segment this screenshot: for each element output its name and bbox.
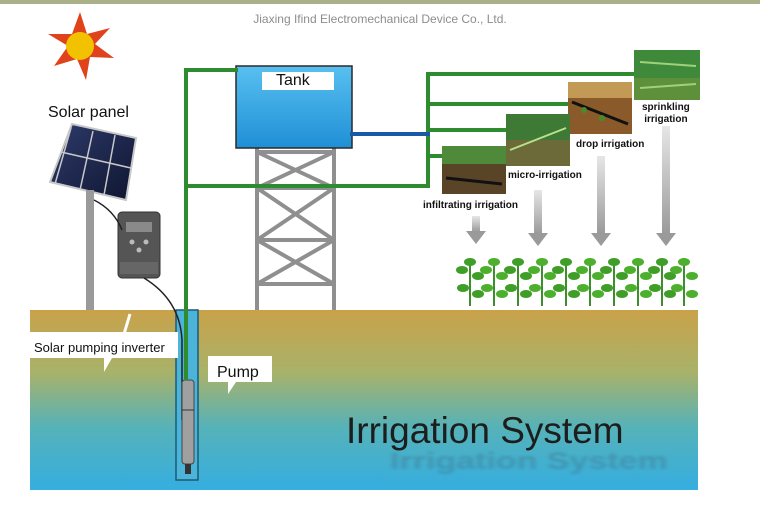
pipe-network bbox=[184, 68, 636, 380]
pump-callout bbox=[208, 356, 272, 394]
solar-panel-label: Solar panel bbox=[48, 104, 129, 121]
inverter-callout bbox=[30, 332, 178, 372]
crop-plant bbox=[648, 258, 676, 306]
micro-irrigation-label: micro-irrigation bbox=[508, 170, 582, 181]
top-edge-strip bbox=[0, 0, 760, 4]
crop-plant bbox=[600, 258, 628, 306]
tank-label: Tank bbox=[276, 72, 310, 89]
solar-panel bbox=[48, 122, 138, 310]
pump-cable bbox=[143, 277, 183, 420]
sun-icon bbox=[48, 12, 114, 80]
sprinkling-irrigation-label: sprinkling irrigation bbox=[642, 102, 690, 126]
crop-row bbox=[456, 258, 698, 306]
crop-plant bbox=[576, 258, 604, 306]
inverter-label: Solar pumping inverter bbox=[34, 340, 165, 355]
arrow-drop bbox=[591, 156, 611, 246]
diagram-title-reflection: Irrigation System bbox=[390, 448, 668, 475]
panel-pole bbox=[86, 190, 94, 310]
panel-cable bbox=[93, 199, 123, 231]
photo-infiltrating bbox=[442, 146, 506, 194]
sprinkling-label-line2: irrigation bbox=[644, 114, 688, 125]
pump-label: Pump bbox=[217, 364, 259, 381]
sprinkling-label-line1: sprinkling bbox=[642, 102, 690, 113]
arrow-sprinkling bbox=[656, 126, 676, 246]
pump-device bbox=[181, 379, 195, 474]
crop-plant bbox=[480, 258, 508, 306]
crop-plant bbox=[456, 258, 484, 306]
infiltrating-irrigation-label: infiltrating irrigation bbox=[423, 200, 518, 211]
diagram-title: Irrigation System bbox=[346, 410, 624, 451]
crop-plant bbox=[504, 258, 532, 306]
inverter-device bbox=[117, 211, 161, 279]
inverter-callout-tail bbox=[122, 313, 132, 335]
arrow-infiltrating bbox=[466, 216, 486, 244]
company-name: Jiaxing Ifind Electromechanical Device C… bbox=[253, 12, 507, 26]
photo-sprinkling bbox=[634, 50, 700, 100]
crop-plant bbox=[670, 258, 698, 306]
drop-irrigation-label: drop irrigation bbox=[576, 139, 645, 150]
photo-drop bbox=[568, 82, 632, 134]
arrow-micro bbox=[528, 190, 548, 246]
crop-plant bbox=[528, 258, 556, 306]
tank-stand bbox=[255, 148, 336, 310]
tank-label-plate bbox=[262, 72, 334, 90]
crop-plant bbox=[552, 258, 580, 306]
crop-plant bbox=[624, 258, 652, 306]
photo-micro bbox=[506, 114, 570, 166]
